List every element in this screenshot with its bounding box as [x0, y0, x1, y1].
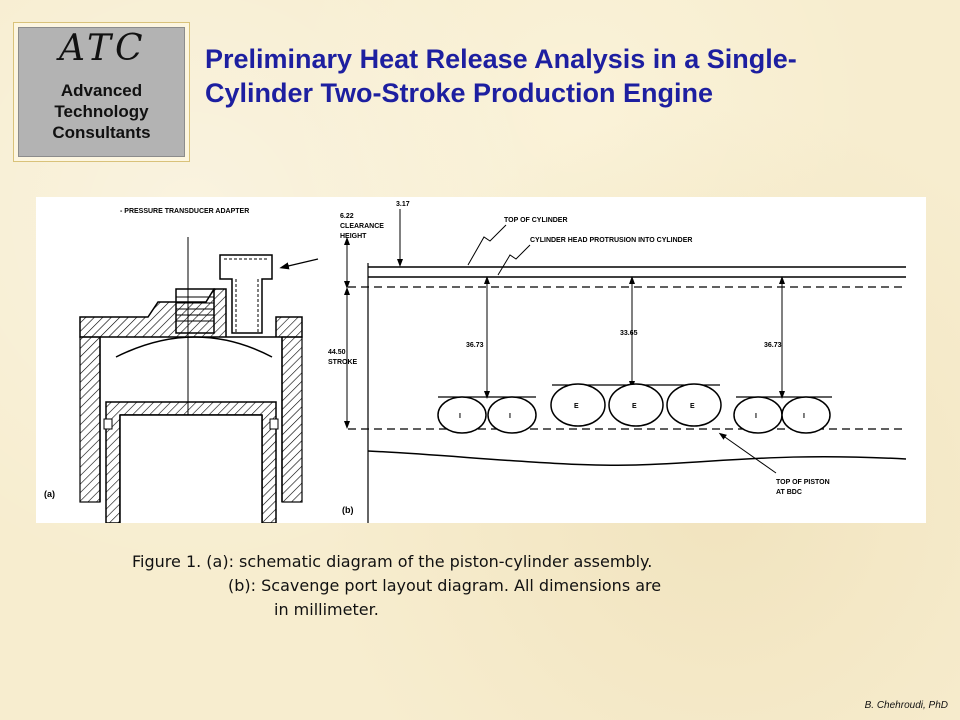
- panel-b-label: (b): [342, 505, 354, 515]
- intake-port-1-label: I: [459, 413, 461, 420]
- top-of-cylinder-label: TOP OF CYLINDER: [504, 217, 568, 224]
- cylinder-head: [79, 288, 303, 338]
- caption-line-3: in millimeter.: [274, 600, 379, 619]
- port-height-left: 36.73: [466, 342, 484, 349]
- intake-port-2-label: I: [509, 413, 511, 420]
- combustion-dome: [115, 336, 273, 358]
- adapter-callout-arrow: [279, 258, 319, 270]
- spark-plug-body: [175, 288, 215, 334]
- intake-port-2: [487, 396, 537, 434]
- logo-panel: ATC Advanced Technology Consultants: [18, 27, 185, 157]
- logo-line-1: Advanced: [60, 81, 143, 100]
- stroke-label: STROKE: [328, 359, 358, 366]
- logo-mark: ATC: [59, 28, 147, 69]
- piston-ring-left: [103, 418, 113, 430]
- exhaust-port-3-label: E: [690, 403, 695, 410]
- intake-port-4-label: I: [803, 413, 805, 420]
- head-protrusion-leader: [497, 244, 531, 276]
- intake-port-4: [781, 396, 831, 434]
- panel-a-label: (a): [44, 489, 55, 499]
- top-of-cylinder-leader: [467, 224, 507, 266]
- exhaust-port-2: [608, 383, 664, 427]
- exhaust-port-1-label: E: [574, 403, 579, 410]
- logo-line-2: Technology: [54, 102, 149, 121]
- port-height-right: 36.73: [764, 342, 782, 349]
- top-of-piston-label-2: AT BDC: [776, 489, 802, 496]
- figure-caption: Figure 1. (a): schematic diagram of the …: [132, 550, 832, 622]
- figure-panel: - PRESSURE TRANSDUCER ADAPTER: [36, 197, 926, 523]
- intake-port-3-label: I: [755, 413, 757, 420]
- piston-ring-right: [269, 418, 279, 430]
- company-logo: ATC Advanced Technology Consultants: [13, 22, 190, 162]
- exhaust-port-3: [666, 383, 722, 427]
- clearance-height-value: 6.22: [340, 213, 354, 220]
- cylinder-wall-right: [281, 336, 303, 503]
- piston-callout-arrow: [718, 432, 777, 474]
- slide-title-line-2: Cylinder Two-Stroke Production Engine: [205, 78, 714, 108]
- cylinder-wall-left: [79, 336, 101, 503]
- clearance-value: 3.17: [396, 201, 410, 208]
- panel-a-schematic: - PRESSURE TRANSDUCER ADAPTER: [44, 208, 319, 523]
- logo-line-3: Consultants: [52, 123, 151, 142]
- slide-title-line-1: Preliminary Heat Release Analysis in a S…: [205, 44, 797, 74]
- slide-title: Preliminary Heat Release Analysis in a S…: [205, 42, 950, 110]
- top-of-piston-label-1: TOP OF PISTON: [776, 479, 830, 486]
- panel-b-port-layout: TOP OF CYLINDER CYLINDER HEAD PROTRUSION…: [328, 201, 907, 523]
- intake-port-1: [437, 396, 487, 434]
- caption-line-2: (b): Scavenge port layout diagram. All d…: [228, 576, 662, 595]
- clearance-height-label-1: CLEARANCE: [340, 223, 384, 230]
- panel-a-callout: - PRESSURE TRANSDUCER ADAPTER: [120, 208, 249, 215]
- logo-name: Advanced Technology Consultants: [19, 80, 184, 143]
- transducer-adapter: [219, 254, 273, 334]
- exhaust-port-1: [550, 383, 606, 427]
- clearance-height-label-2: HEIGHT: [340, 233, 367, 240]
- stroke-value: 44.50: [328, 349, 346, 356]
- intake-port-3: [733, 396, 783, 434]
- engine-diagram: - PRESSURE TRANSDUCER ADAPTER: [44, 201, 907, 523]
- piston-top-at-bdc: [367, 450, 907, 466]
- port-height-center: 33.65: [620, 330, 638, 337]
- exhaust-port-2-label: E: [632, 403, 637, 410]
- caption-line-1: Figure 1. (a): schematic diagram of the …: [132, 552, 653, 571]
- head-protrusion-label: CYLINDER HEAD PROTRUSION INTO CYLINDER: [530, 237, 692, 244]
- author-credit: B. Chehroudi, PhD: [864, 700, 948, 711]
